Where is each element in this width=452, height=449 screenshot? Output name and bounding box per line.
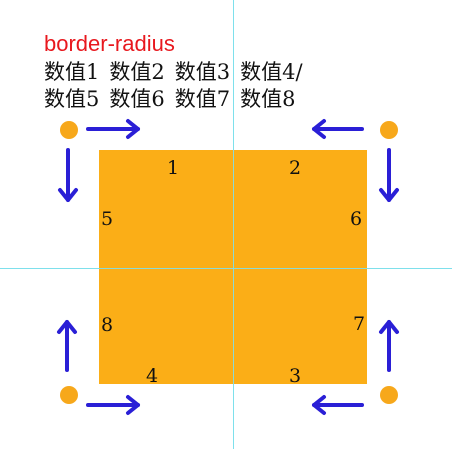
bottom-right-corner-dot	[380, 386, 398, 404]
value-label: 数值7	[174, 87, 231, 111]
value-label: 数值1	[44, 60, 100, 84]
value-label: 数值4/	[240, 60, 303, 84]
corner-number-2: 2	[289, 157, 302, 179]
box-vertical-guide	[233, 150, 234, 384]
diagram-heading: border-radius	[44, 31, 175, 56]
corner-number-4: 4	[146, 365, 159, 387]
value-label: 数值3	[174, 60, 231, 84]
corner-number-5: 5	[101, 208, 114, 230]
corner-number-1: 1	[167, 157, 180, 179]
value-label: 数值8	[240, 87, 296, 111]
value-label: 数值5	[44, 87, 100, 111]
value-label: 数值6	[109, 87, 165, 111]
top-right-corner-dot	[380, 121, 398, 139]
value-label: 数值2	[109, 60, 165, 84]
arrow-up-icon	[57, 320, 77, 372]
corner-number-6: 6	[350, 208, 363, 230]
corner-number-3: 3	[289, 365, 302, 387]
box-horizontal-guide	[99, 268, 367, 269]
arrow-down-icon	[379, 148, 399, 202]
arrow-up-icon	[379, 320, 399, 372]
corner-number-7: 7	[353, 313, 366, 335]
bottom-left-corner-dot	[60, 386, 78, 404]
value-row-2: 数值5 数值6 数值7 数值8	[44, 86, 306, 112]
arrow-right-icon	[86, 119, 140, 139]
arrow-left-icon	[312, 119, 364, 139]
arrow-down-icon	[58, 148, 78, 202]
arrow-left-icon	[312, 395, 364, 415]
value-row-1: 数值1 数值2 数值3 数值4/	[44, 59, 313, 85]
arrow-right-icon	[86, 395, 140, 415]
top-left-corner-dot	[60, 121, 78, 139]
corner-number-8: 8	[101, 314, 114, 336]
